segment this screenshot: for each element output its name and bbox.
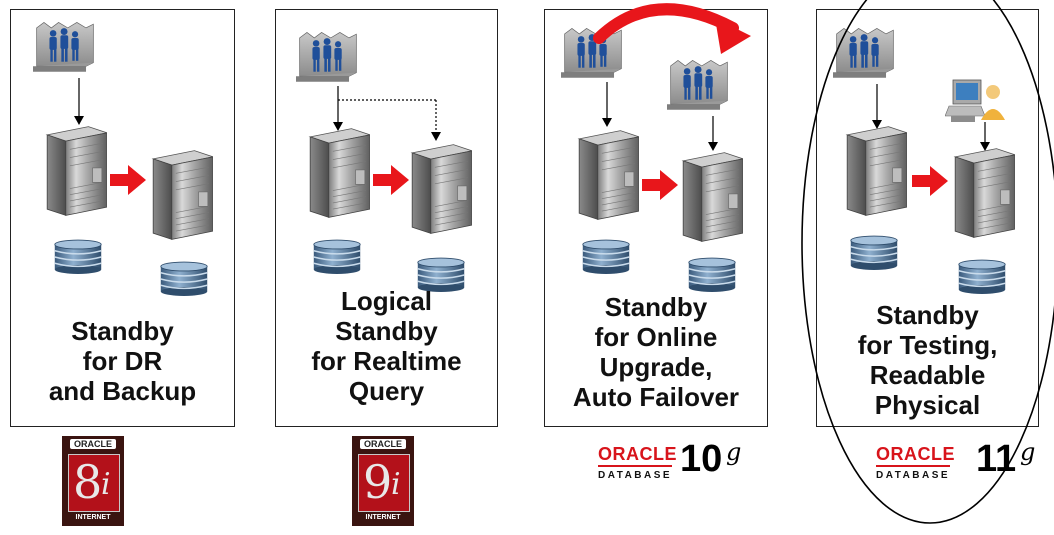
users-office-icon <box>33 20 97 76</box>
logo-suffix: g <box>1020 438 1036 466</box>
primary-database-icon <box>312 238 362 276</box>
logo-sub: DATABASE <box>876 470 951 481</box>
users-office-icon <box>667 58 731 114</box>
logo-footer: INTERNET <box>365 514 401 521</box>
standby-server-icon <box>147 150 213 240</box>
flow-arrow <box>980 122 990 151</box>
primary-database-icon <box>581 238 631 276</box>
primary-server-icon <box>573 130 639 220</box>
logo-brand: ORACLE <box>360 439 406 449</box>
flow-arrow <box>74 78 84 125</box>
logo-version-box: 9 i <box>358 454 410 512</box>
standby-database-icon <box>687 256 737 294</box>
logo-suffix: i <box>391 467 401 502</box>
logo-brand: ORACLE <box>70 439 116 449</box>
logo-version: 8 <box>73 455 103 509</box>
logo-brand-underline <box>876 465 950 467</box>
panel-8i: Standby for DR and Backup <box>10 9 235 427</box>
standby-server-icon <box>406 144 472 234</box>
oracle-9i-logo: ORACLE 9 i INTERNET <box>352 436 414 526</box>
red-arrow-icon <box>641 170 679 200</box>
red-arrow-icon <box>109 165 147 195</box>
oracle-11g-logo: ORACLE DATABASE 11 g <box>872 438 1052 490</box>
standby-server-icon <box>677 152 743 242</box>
highlight-ellipse <box>801 0 1054 524</box>
failover-curved-arrow-icon <box>593 3 751 54</box>
flow-arrow <box>708 116 718 151</box>
logo-footer: INTERNET <box>75 514 111 521</box>
primary-server-icon <box>41 126 107 216</box>
panel-caption: Standby for DR and Backup <box>48 316 197 406</box>
primary-server-icon <box>304 128 370 218</box>
panel-10g: Standby for Online Upgrade, Auto Failove… <box>544 3 768 427</box>
logo-suffix: g <box>726 438 742 466</box>
logo-suffix: i <box>101 467 111 502</box>
logo-brand: ORACLE <box>598 444 677 464</box>
panel-caption: Standby for Online Upgrade, Auto Failove… <box>572 292 740 412</box>
logo-brand: ORACLE <box>876 444 955 464</box>
standby-database-icon <box>159 260 209 298</box>
oracle-10g-logo: ORACLE DATABASE 10 g <box>594 438 774 490</box>
logo-brand-underline <box>598 465 672 467</box>
red-arrow-icon <box>372 165 410 195</box>
logo-version-box: 8 i <box>68 454 120 512</box>
logo-version: 9 <box>363 455 393 509</box>
users-office-icon <box>296 30 360 86</box>
flow-arrow <box>602 82 612 127</box>
flow-arrow <box>333 86 441 141</box>
primary-database-icon <box>53 238 103 276</box>
logo-sub: DATABASE <box>598 470 673 481</box>
panel-9i: Logical Standby for Realtime Query <box>275 9 498 427</box>
oracle-8i-logo: ORACLE 8 i INTERNET <box>62 436 124 526</box>
panel-caption: Logical Standby for Realtime Query <box>311 286 462 406</box>
flow-arrow <box>872 84 882 129</box>
logo-version: 11 <box>976 438 1017 480</box>
panel-11g: Standby for Testing, Readable Physical <box>816 9 1039 427</box>
panel-caption: Standby for Testing, Readable Physical <box>857 300 998 420</box>
logo-version: 10 <box>680 438 723 480</box>
